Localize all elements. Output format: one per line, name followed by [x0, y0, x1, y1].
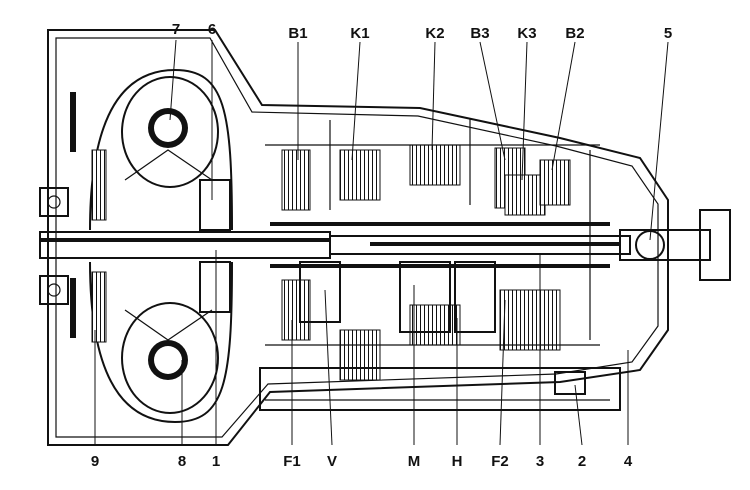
label-1: 1: [212, 453, 220, 470]
label-B2: B2: [565, 25, 584, 42]
label-6: 6: [208, 21, 216, 38]
label-M: M: [408, 453, 421, 470]
top-callouts: 7 6 B1 K1 K2 B3 K3 B2 5: [172, 21, 672, 42]
main-shafts: [39, 209, 731, 281]
label-B1: B1: [288, 25, 307, 42]
transmission-housing: [39, 29, 669, 446]
label-V: V: [327, 453, 337, 470]
label-7: 7: [172, 21, 180, 38]
label-F2: F2: [491, 453, 509, 470]
label-B3: B3: [470, 25, 489, 42]
label-K2: K2: [425, 25, 444, 42]
label-3: 3: [536, 453, 544, 470]
label-H: H: [452, 453, 463, 470]
label-9: 9: [91, 453, 99, 470]
label-F1: F1: [283, 453, 301, 470]
torque-converter: [89, 68, 233, 424]
label-5: 5: [664, 25, 672, 42]
clutch-packs: [265, 118, 610, 381]
label-K3: K3: [517, 25, 536, 42]
bottom-callouts: 9 8 1 F1 V M H F2 3 2 4: [91, 453, 633, 470]
oil-pan: [259, 367, 621, 411]
leader-lines: [94, 39, 669, 446]
label-K1: K1: [350, 25, 369, 42]
label-8: 8: [178, 453, 186, 470]
label-2: 2: [578, 453, 586, 470]
label-4: 4: [624, 453, 633, 470]
